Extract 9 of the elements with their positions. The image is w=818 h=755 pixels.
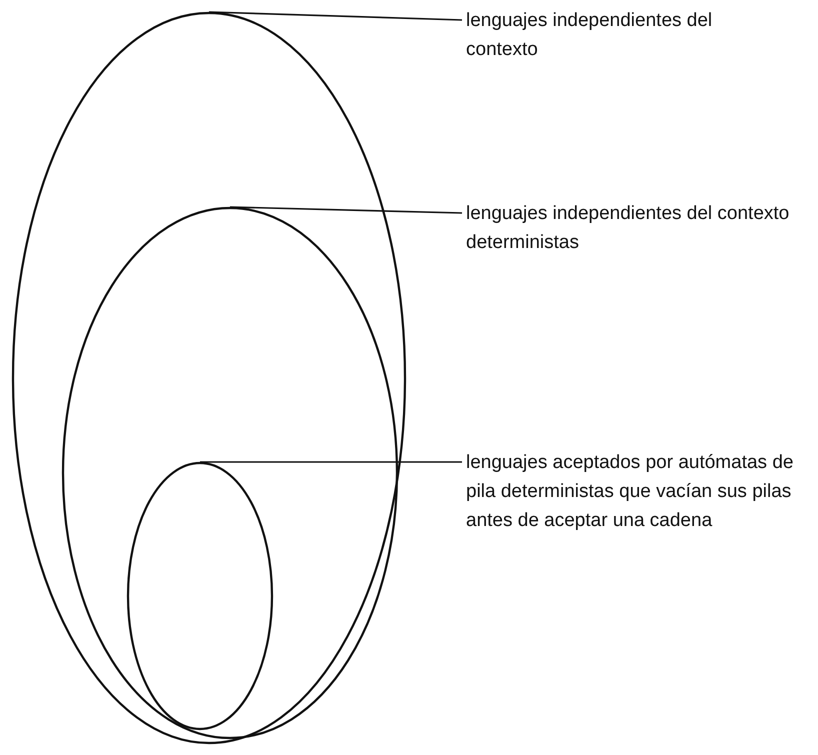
leader-line bbox=[230, 206, 462, 214]
set-ellipse bbox=[62, 207, 398, 739]
set-ellipse bbox=[12, 12, 406, 744]
set-label: lenguajes aceptados por autómatas de pila deterministas que vacían sus pilas antes de aceptar una cadena bbox=[466, 448, 796, 538]
set-ellipse bbox=[127, 462, 273, 730]
leader-line bbox=[208, 11, 462, 21]
set-label: lenguajes independientes del contexto bbox=[466, 6, 766, 66]
leader-line bbox=[200, 461, 462, 463]
set-label: lenguajes independientes del contexto deterministas bbox=[466, 199, 806, 259]
